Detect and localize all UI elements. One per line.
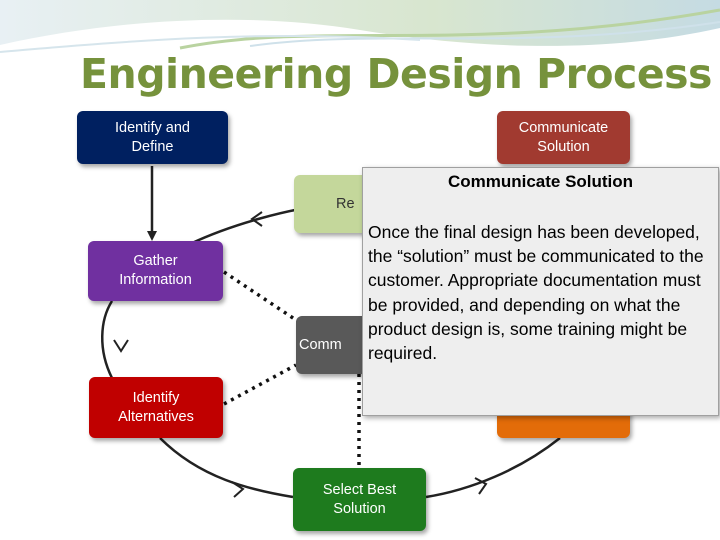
node-identify-alternatives[interactable]: Identify Alternatives [89, 377, 223, 438]
header-swoosh-decoration [0, 0, 720, 53]
chevron-icon [113, 339, 129, 353]
page-title: Engineering Design Process [80, 50, 712, 98]
chevron-icon [231, 481, 245, 498]
node-label: Identify and Define [115, 120, 190, 155]
node-gather-information[interactable]: Gather Information [88, 241, 223, 301]
cycle-arc-bottom-left [159, 437, 294, 499]
popup-body: Once the final design has been developed… [368, 222, 704, 364]
popup-title: Communicate Solution [447, 172, 634, 191]
node-label: Select Best Solution [322, 481, 397, 517]
chevron-icon [474, 477, 488, 495]
chevron-icon [250, 211, 263, 227]
dotted-connector-gather [223, 270, 297, 322]
node-label: Comm [299, 336, 342, 353]
node-label: Identify Alternatives [118, 389, 194, 425]
node-label: Gather Information [119, 253, 192, 288]
dotted-connector-alternatives [223, 363, 297, 406]
node-label: Re [336, 196, 355, 212]
node-communicate-solution[interactable]: Communicate Solution [497, 111, 630, 164]
node-label: Communicate Solution [518, 120, 609, 155]
cycle-arc-bottom-right [425, 437, 561, 499]
node-identify-and-define[interactable]: Identify and Define [77, 111, 228, 164]
communicate-solution-popup: Communicate Solution Once the final desi… [362, 167, 719, 416]
node-select-best-solution[interactable]: Select Best Solution [293, 468, 426, 531]
cycle-arc-left [101, 300, 114, 379]
